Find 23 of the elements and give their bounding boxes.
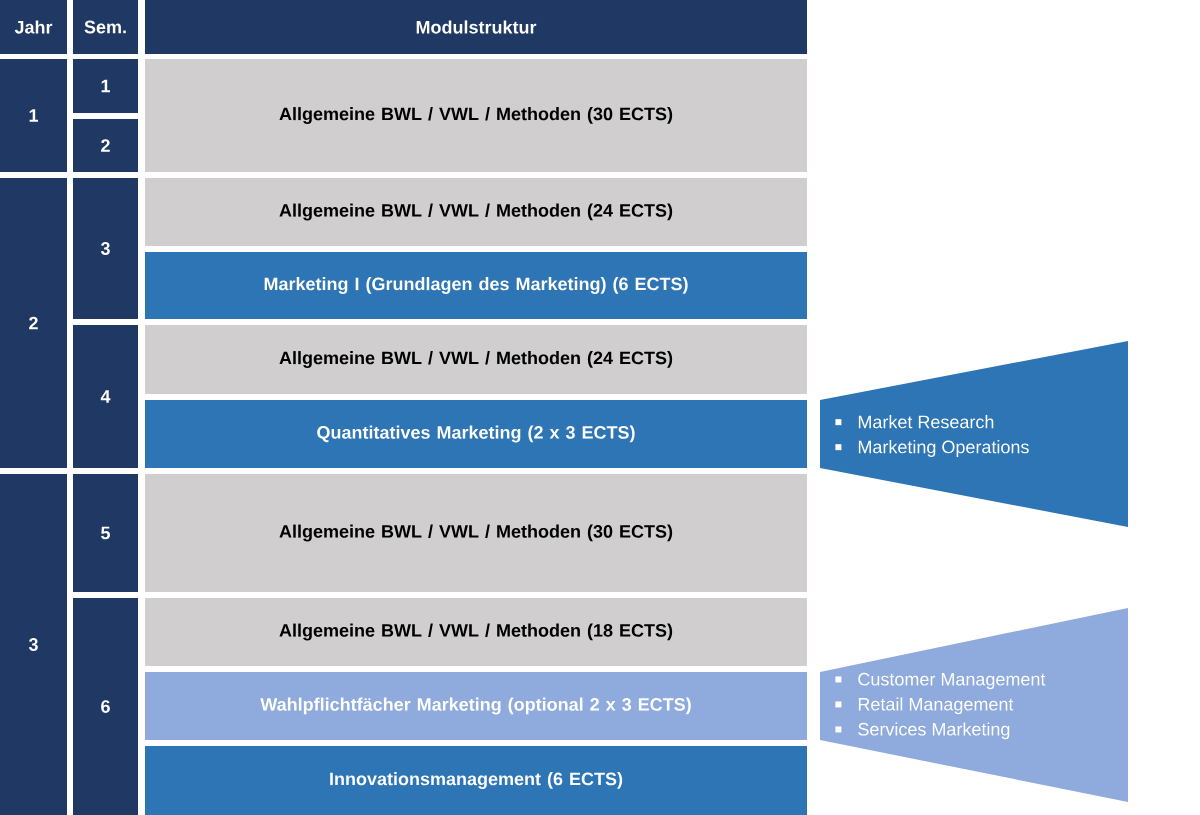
header-cell: Jahr	[0, 0, 67, 54]
module-bar: Allgemeine BWL / VWL / Methoden (18 ECTS)	[145, 598, 807, 666]
module-bar: Marketing I (Grundlagen des Marketing) (6 ECTS)	[145, 252, 807, 319]
module-bar: Allgemeine BWL / VWL / Methoden (30 ECTS)	[145, 59, 807, 172]
trapezoid-callout: Market Research Marketing Operations	[820, 341, 1128, 527]
module-bar: Innovationsmanagement (6 ECTS)	[145, 746, 807, 815]
module-bar: Wahlpflichtfächer Marketing (optional 2 x 3 ECTS)	[145, 672, 807, 740]
header-cell: Sem.	[73, 0, 138, 54]
header-cell: Modulstruktur	[145, 0, 807, 54]
semester-cell: 1	[73, 59, 138, 113]
module-bar: Allgemeine BWL / VWL / Methoden (24 ECTS)	[145, 325, 807, 394]
semester-cell: 4	[73, 325, 138, 468]
semester-cell: 6	[73, 598, 138, 815]
year-cell: 1	[0, 59, 67, 172]
module-bar: Allgemeine BWL / VWL / Methoden (30 ECTS)	[145, 474, 807, 592]
module-bar: Quantitatives Marketing (2 x 3 ECTS)	[145, 400, 807, 468]
semester-cell: 5	[73, 474, 138, 592]
year-cell: 3	[0, 474, 67, 815]
module-bar: Allgemeine BWL / VWL / Methoden (24 ECTS)	[145, 178, 807, 246]
trapezoid-callout: Customer Management Retail Management Services Marketing	[820, 608, 1128, 802]
year-cell: 2	[0, 178, 67, 468]
semester-cell: 2	[73, 119, 138, 172]
semester-cell: 3	[73, 178, 138, 319]
